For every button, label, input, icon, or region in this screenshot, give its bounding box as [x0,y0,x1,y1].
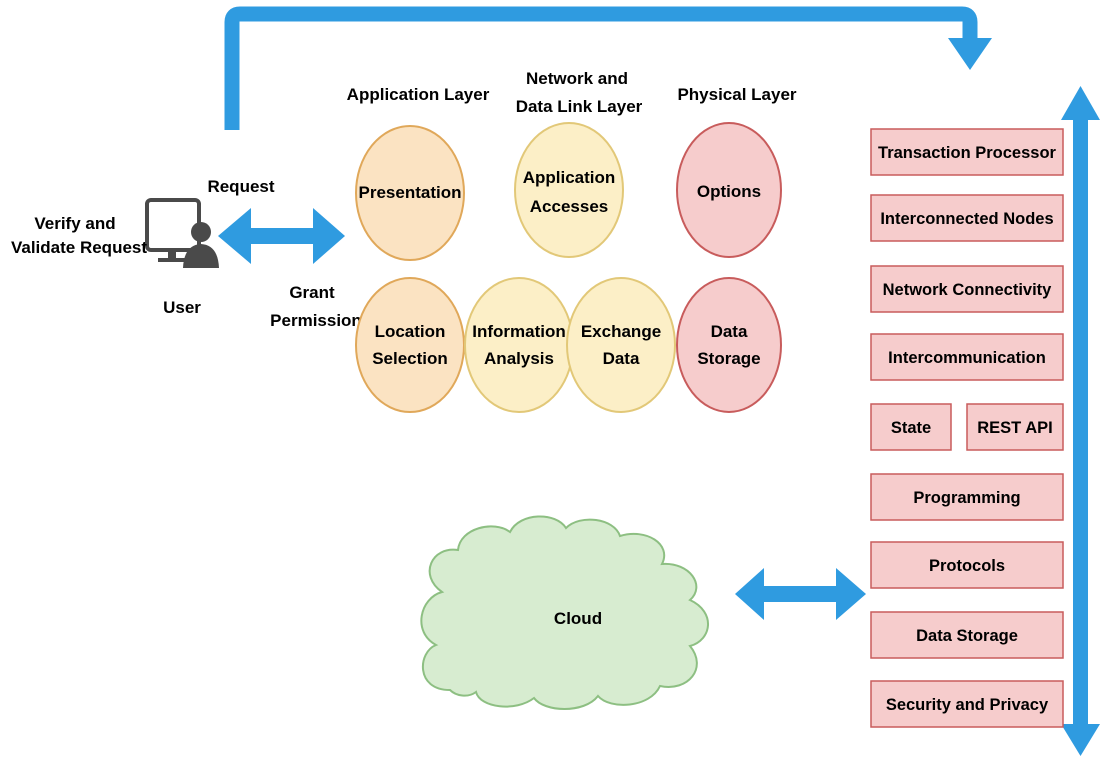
information-analysis-circle [464,277,574,413]
data-storage-circle-label-line2: Storage [697,349,760,368]
presentation-label: Presentation [359,183,462,202]
network-layer-heading-line1: Network and [526,69,628,88]
application-accesses-circle [514,122,624,258]
location-selection-circle [355,277,465,413]
stack-label-programming: Programming [913,489,1020,507]
vertical-double-arrow [1061,86,1100,756]
request-label: Request [207,177,274,196]
stack-label-rest-api: REST API [977,419,1052,437]
technology-stack: Transaction Processor Interconnected Nod… [870,128,1064,728]
location-selection-label-line2: Selection [372,349,448,368]
exchange-data-circle [566,277,676,413]
stack-box-protocols [870,541,1064,589]
cloud-stack-double-arrow [735,568,866,620]
stack-box-programming [870,473,1064,521]
stack-label-interconnected-nodes: Interconnected Nodes [880,210,1053,228]
stack-label-protocols: Protocols [929,557,1005,575]
exchange-data-label-line2: Data [603,349,640,368]
presentation-circle [355,125,465,261]
stack-box-intercommunication [870,333,1064,381]
stack-box-security-privacy [870,680,1064,728]
cloud-shape [420,515,709,710]
application-accesses-label-line2: Accesses [530,197,608,216]
stack-label-security-privacy: Security and Privacy [886,696,1049,714]
grant-label-line2: Permission [270,311,362,330]
grant-label-line1: Grant [289,283,335,302]
information-analysis-label-line2: Analysis [484,349,554,368]
network-layer-heading-line2: Data Link Layer [516,97,643,116]
stack-box-state [870,403,952,451]
verify-label-line1: Verify and [34,214,115,233]
top-flow-arrowhead [948,38,992,70]
application-accesses-label-line1: Application [523,168,616,187]
stack-label-network-connectivity: Network Connectivity [883,281,1053,299]
top-flow-arrow [224,6,978,130]
request-grant-double-arrow [218,208,345,264]
data-storage-circle [676,277,782,413]
stack-box-data-storage [870,611,1064,659]
data-storage-circle-label-line1: Data [711,322,748,341]
stack-box-transaction-processor [870,128,1064,176]
user-label: User [163,298,201,317]
physical-layer-heading: Physical Layer [677,85,796,104]
stack-label-intercommunication: Intercommunication [888,349,1046,367]
cloud-label: Cloud [554,609,602,628]
stack-box-rest-api [966,403,1064,451]
options-label: Options [697,182,761,201]
application-layer-heading: Application Layer [347,85,490,104]
stack-label-state: State [891,419,931,437]
stack-box-interconnected-nodes [870,194,1064,242]
exchange-data-label-line1: Exchange [581,322,661,341]
options-circle [676,122,782,258]
stack-label-data-storage: Data Storage [916,627,1018,645]
stack-label-transaction-processor: Transaction Processor [878,144,1056,162]
user-computer-icon [145,198,219,268]
location-selection-label-line1: Location [375,322,446,341]
information-analysis-label-line1: Information [472,322,566,341]
stack-box-network-connectivity [870,265,1064,313]
verify-label-line2: Validate Request [11,238,147,257]
